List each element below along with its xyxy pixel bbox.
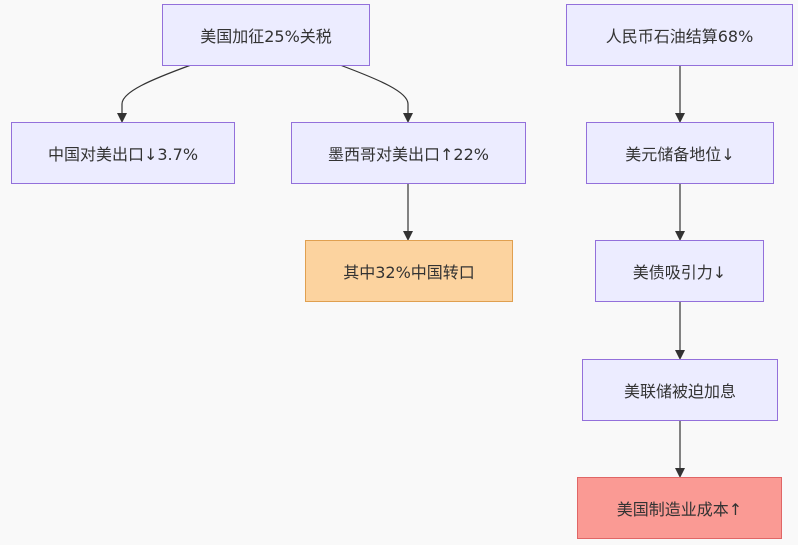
node-mfg-cost: 美国制造业成本↑ <box>577 477 782 539</box>
node-us-tariff: 美国加征25%关税 <box>162 4 370 66</box>
node-china-exports: 中国对美出口↓3.7% <box>11 122 235 184</box>
node-transship: 其中32%中国转口 <box>305 240 513 302</box>
node-fed-hike: 美联储被迫加息 <box>582 359 778 421</box>
node-usd-reserve: 美元储备地位↓ <box>586 122 774 184</box>
node-rmb-oil: 人民币石油结算68% <box>566 4 793 66</box>
edge-tariff-to-mexico-exports <box>339 64 413 123</box>
edge-tariff-to-china-exports <box>117 64 192 123</box>
node-mexico-exports: 墨西哥对美出口↑22% <box>291 122 526 184</box>
node-treasury: 美债吸引力↓ <box>595 240 764 302</box>
